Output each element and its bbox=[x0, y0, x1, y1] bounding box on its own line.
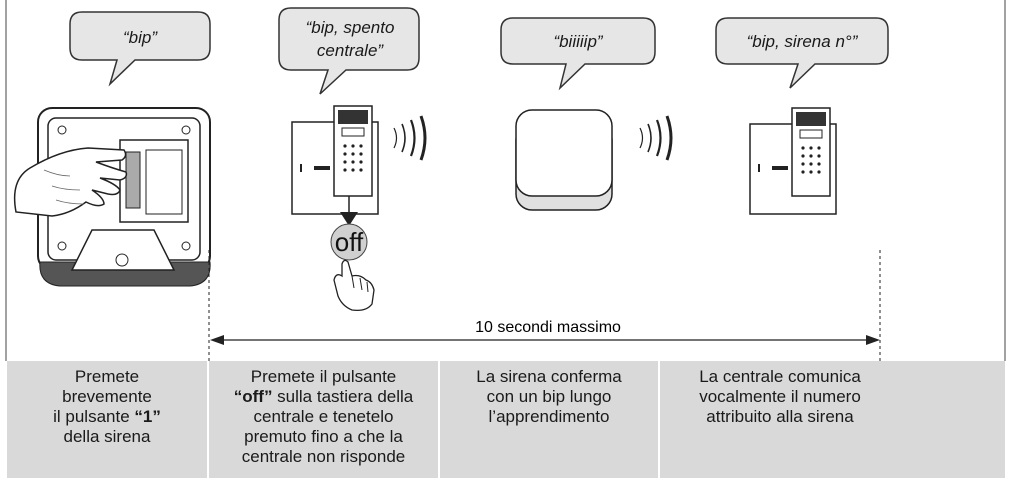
step-4-line-1: La centrale comunica bbox=[699, 367, 861, 386]
radio-waves-1 bbox=[393, 115, 427, 161]
step-1-description: Premete brevemente il pulsante “1” della… bbox=[7, 361, 207, 478]
step-2-description: Premete il pulsante “off” sulla tastiera… bbox=[209, 361, 438, 478]
step-1-line-3: il pulsante “1” bbox=[53, 407, 161, 426]
step-3-line-1: La sirena conferma bbox=[476, 367, 622, 386]
step-4-description: La centrale comunica vocalmente il numer… bbox=[660, 361, 1005, 478]
speech-bubble-1: “bip” bbox=[69, 11, 211, 87]
speech-bubble-2: “bip, spento centrale” bbox=[278, 7, 420, 95]
time-span-label: 10 secondi massimo bbox=[475, 319, 621, 336]
off-button-label: off bbox=[335, 227, 364, 257]
speech-bubble-4: “bip, sirena n°” bbox=[715, 17, 889, 89]
step-2-line-2: “off” sulla tastiera della bbox=[233, 387, 414, 406]
time-span-arrow: 10 secondi massimo bbox=[210, 319, 880, 345]
bubble-3-text: “biiiiip” bbox=[553, 32, 603, 51]
radio-waves-2 bbox=[639, 115, 673, 161]
speech-bubble-3: “biiiiip” bbox=[500, 17, 656, 91]
step-1-line-2: brevemente bbox=[62, 387, 152, 406]
step-3-line-3: l’apprendimento bbox=[488, 407, 610, 426]
column-divider bbox=[658, 361, 660, 478]
step-4-line-3: attribuito alla sirena bbox=[706, 407, 854, 426]
off-press-illustration: off bbox=[330, 196, 375, 312]
step-3-line-2: con un bip lungo bbox=[486, 387, 612, 406]
control-panel-keypad-2 bbox=[749, 107, 837, 215]
column-divider bbox=[438, 361, 440, 478]
column-divider bbox=[207, 361, 209, 478]
step-1-button-name: “1” bbox=[134, 407, 161, 426]
step-4-line-2: vocalmente il numero bbox=[699, 387, 861, 406]
step-2-line-1: Premete il pulsante bbox=[250, 367, 397, 386]
control-panel-keypad-1 bbox=[291, 105, 379, 215]
step-1-line-1: Premete bbox=[74, 367, 140, 386]
step-2-line-3: centrale e tenetelo bbox=[253, 407, 394, 426]
step-2-line-5: centrale non risponde bbox=[241, 447, 406, 466]
illustration: “bip” “bip, spento centrale” “biiiiip” “… bbox=[5, 0, 1006, 361]
bubble-2-line-2: centrale” bbox=[317, 41, 384, 60]
siren-closed-illustration bbox=[515, 109, 613, 211]
step-3-description: La sirena conferma con un bip lungo l’ap… bbox=[440, 361, 658, 478]
bubble-1-text: “bip” bbox=[123, 28, 158, 47]
step-1-line-4: della sirena bbox=[63, 427, 151, 446]
bubble-2-line-1: “bip, spento bbox=[306, 18, 395, 37]
bubble-4-text: “bip, sirena n°” bbox=[747, 32, 859, 51]
step-2-button-name: “off” bbox=[233, 387, 273, 406]
step-2-line-4: premuto fino a che la bbox=[244, 427, 403, 446]
siren-open-illustration bbox=[13, 107, 211, 287]
